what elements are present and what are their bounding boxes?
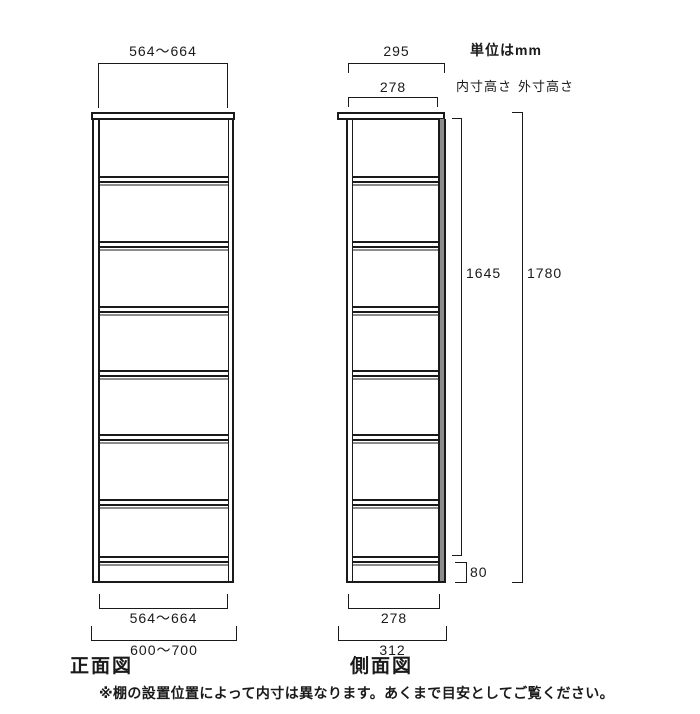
side-bottom-shelf-shadow-line: [353, 564, 438, 566]
side-top-outer-depth-bracket: [348, 63, 445, 73]
front-shelf-shadow-line: [99, 184, 228, 186]
side-shelf-shadow-line: [353, 184, 438, 186]
front-shelf: [99, 499, 228, 506]
side-bottom-shelf: [353, 556, 438, 563]
side-top-board: [337, 112, 445, 120]
front-bottom-inner-width-bracket: [99, 594, 228, 609]
front-top-width-dimension-bracket: [98, 63, 228, 108]
side-front-edge-outer-line: [346, 119, 348, 583]
front-bottom-edge-line: [92, 581, 234, 583]
side-shelf: [353, 241, 438, 248]
front-right-panel-inner-line: [227, 119, 229, 583]
front-shelf-shadow-line: [99, 378, 228, 380]
side-top-inner-depth-label: 278: [379, 79, 407, 95]
side-bottom-outer-depth-bracket: [338, 626, 447, 641]
front-bottom-shelf: [99, 556, 228, 563]
front-shelf-shadow-line: [99, 442, 228, 444]
side-shelf-shadow-line: [353, 314, 438, 316]
side-shelf: [353, 176, 438, 183]
outer-height-dimension-bracket: [512, 112, 523, 583]
front-top-width-dimension-label: 564～664: [129, 43, 197, 59]
front-bottom-outer-width-label: 600～700: [130, 642, 198, 658]
side-shelf: [353, 306, 438, 313]
front-shelf-shadow-line: [99, 507, 228, 509]
front-bottom-outer-width-bracket: [91, 626, 237, 641]
outer-height-column-label: 外寸高さ: [518, 79, 575, 94]
inner-height-dimension-bracket: [452, 118, 462, 556]
front-top-board: [91, 112, 235, 120]
side-shelf-shadow-line: [353, 442, 438, 444]
side-top-outer-depth-label: 295: [383, 43, 410, 59]
front-left-panel-outer-line: [92, 119, 94, 583]
side-shelf: [353, 434, 438, 441]
side-back-panel: [437, 119, 446, 583]
side-shelf-shadow-line: [353, 378, 438, 380]
inner-height-column-label: 内寸高さ: [456, 79, 513, 94]
side-shelf-shadow-line: [353, 507, 438, 509]
inner-height-dimension-label: 1645: [466, 265, 502, 281]
front-shelf: [99, 306, 228, 313]
side-shelf: [353, 370, 438, 377]
base-height-dimension-bracket: [455, 562, 467, 583]
front-left-panel-inner-line: [98, 119, 100, 583]
side-bottom-inner-depth-label: 278: [380, 610, 408, 626]
unit-label: 単位はmm: [470, 42, 542, 58]
front-view-title: 正面図: [70, 656, 134, 677]
front-bottom-shelf-shadow-line: [99, 564, 228, 566]
front-right-panel-outer-line: [232, 119, 234, 583]
front-shelf: [99, 434, 228, 441]
front-shelf: [99, 176, 228, 183]
front-shelf: [99, 370, 228, 377]
side-shelf: [353, 499, 438, 506]
side-view-title: 側面図: [350, 656, 414, 677]
side-front-edge-inner-line: [351, 119, 353, 583]
side-bottom-edge-line: [346, 581, 446, 583]
footnote: ※棚の設置位置によって内寸は異なります。あくまで目安としてご覧ください。: [99, 685, 615, 701]
side-top-inner-depth-bracket: [348, 97, 438, 107]
side-bottom-inner-depth-bracket: [348, 594, 440, 609]
outer-height-dimension-label: 1780: [527, 265, 563, 281]
side-bottom-outer-depth-label: 312: [379, 642, 406, 658]
front-shelf: [99, 241, 228, 248]
front-bottom-inner-width-label: 564～664: [129, 610, 198, 626]
front-shelf-shadow-line: [99, 249, 228, 251]
side-shelf-shadow-line: [353, 249, 438, 251]
front-shelf-shadow-line: [99, 314, 228, 316]
base-height-dimension-label: 80: [470, 564, 488, 580]
